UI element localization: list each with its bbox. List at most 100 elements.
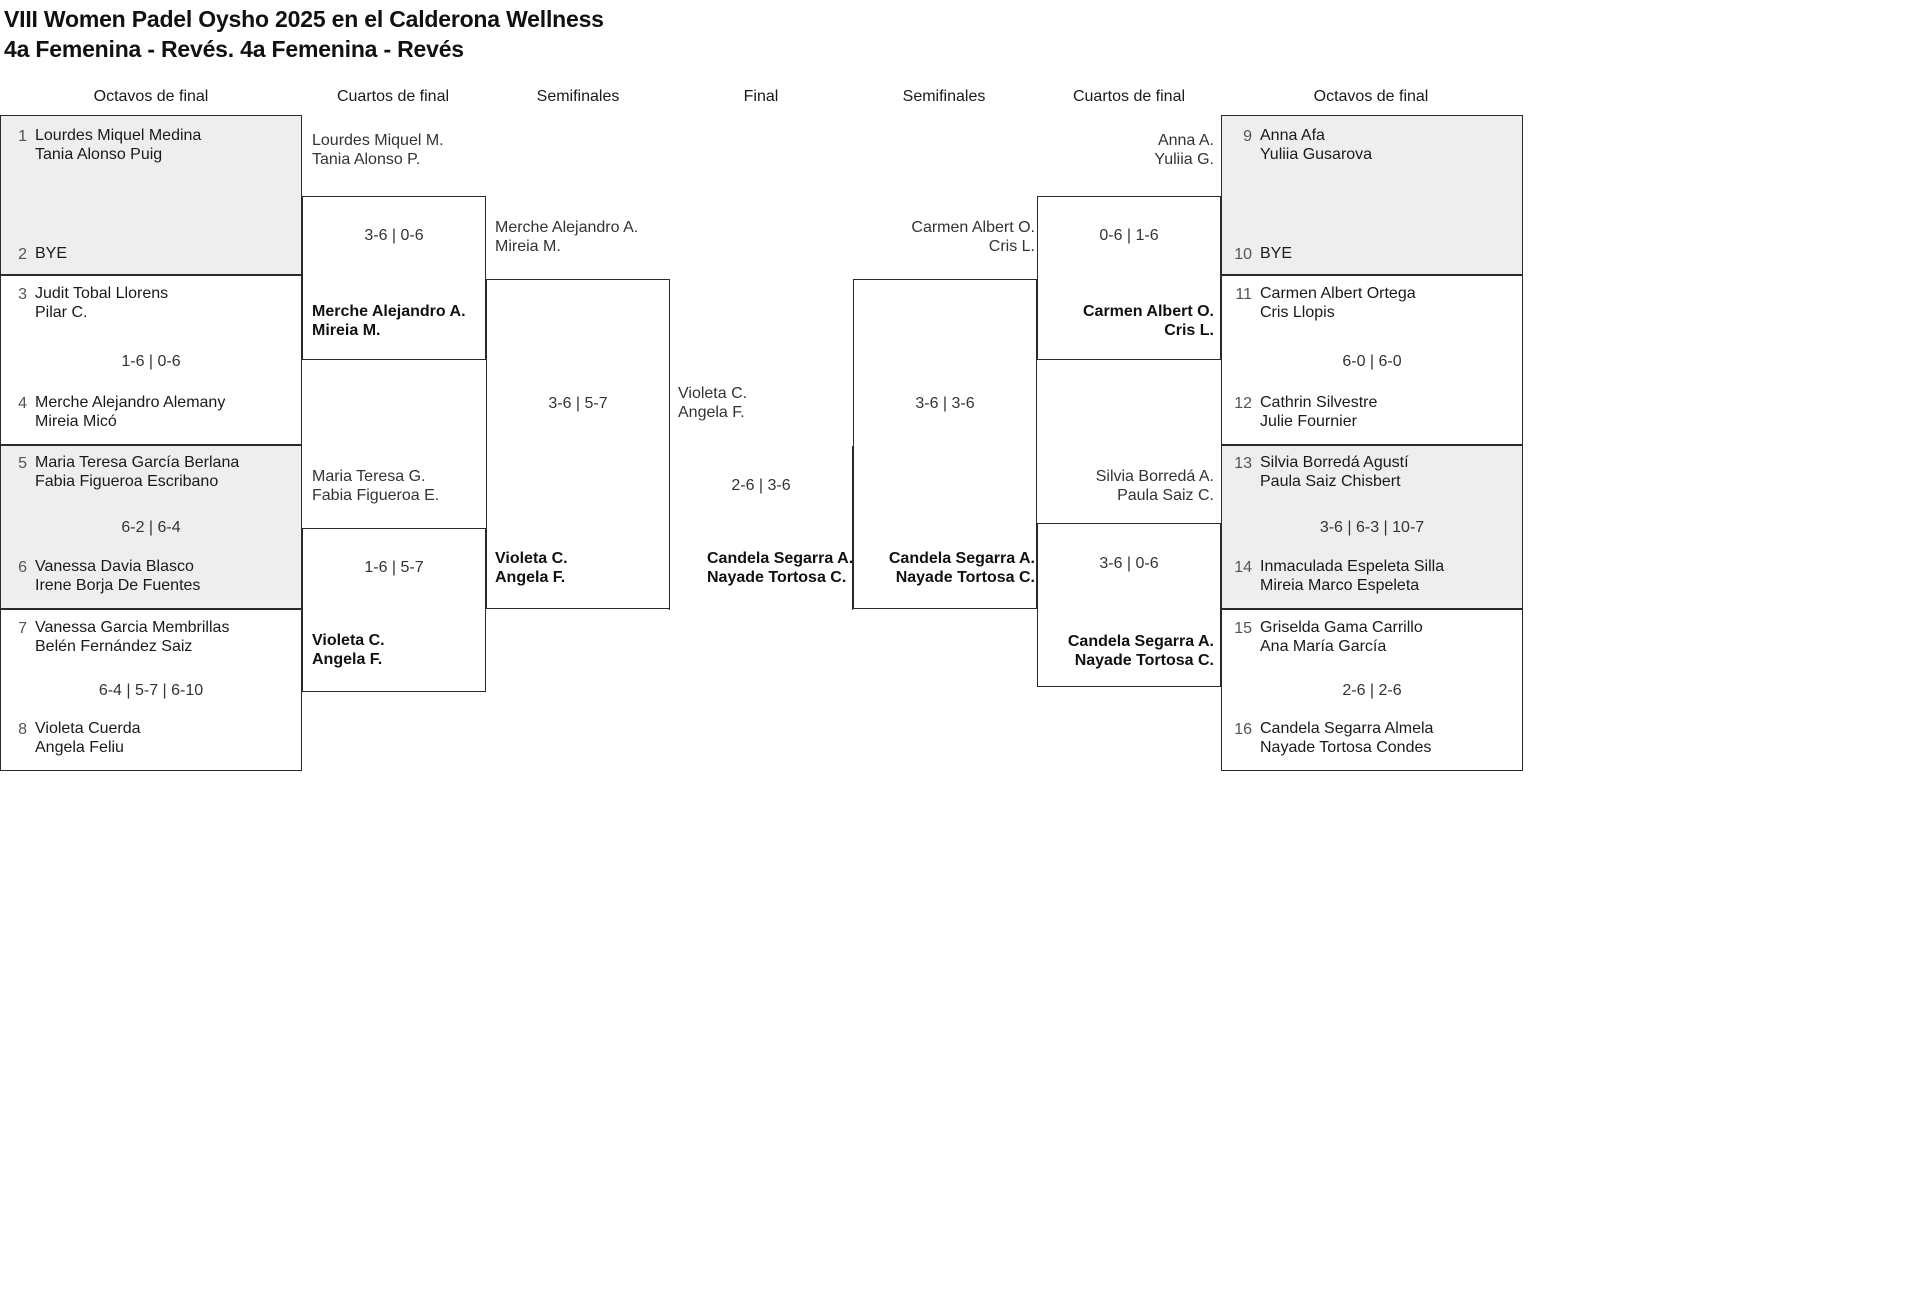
left-semis-match[interactable]: 3-6 | 5-7 bbox=[486, 279, 670, 609]
left-octavos-slot-5: 5 Maria Teresa García Berlana Fabia Figu… bbox=[1, 453, 301, 491]
seed-number: 4 bbox=[18, 395, 27, 412]
seed-number: 6 bbox=[18, 559, 27, 576]
left-cuartos-match-2[interactable]: 1-6 | 5-7 bbox=[302, 528, 486, 692]
left-octavos-match-1[interactable]: 1 Lourdes Miquel Medina Tania Alonso Pui… bbox=[0, 115, 302, 275]
left-cuartos-feed-3: Maria Teresa G. Fabia Figueroa E. bbox=[312, 468, 440, 504]
right-octavos-score-4: 2-6 | 2-6 bbox=[1342, 682, 1402, 699]
left-octavos-slot-4: 4 Merche Alejandro Alemany Mireia Micó bbox=[1, 393, 301, 431]
team-names: Merche Alejandro Alemany Mireia Micó bbox=[35, 394, 226, 430]
right-octavos-score-2: 6-0 | 6-0 bbox=[1342, 353, 1402, 370]
right-octavos-match-4[interactable]: 15 Griselda Gama Carrillo Ana María Garc… bbox=[1221, 609, 1523, 771]
round-header-octavos-left: Octavos de final bbox=[93, 88, 209, 105]
seed-number: 1 bbox=[18, 128, 27, 145]
right-cuartos-score-2: 3-6 | 0-6 bbox=[1099, 555, 1159, 572]
right-octavos-slot-13: 13 Silvia Borredá Agustí Paula Saiz Chis… bbox=[1222, 453, 1522, 491]
left-semis-feed-1: Merche Alejandro A. Mireia M. bbox=[495, 219, 639, 255]
team-names: Vanessa Garcia Membrillas Belén Fernánde… bbox=[35, 619, 230, 655]
round-header-final: Final bbox=[743, 88, 779, 105]
round-header-cuartos-right: Cuartos de final bbox=[1072, 88, 1186, 105]
right-cuartos-feed-4: Candela Segarra A. Nayade Tortosa C. bbox=[1067, 633, 1214, 669]
left-cuartos-feed-1: Lourdes Miquel M. Tania Alonso P. bbox=[312, 132, 444, 168]
team-names: Inmaculada Espeleta Silla Mireia Marco E… bbox=[1260, 558, 1445, 594]
seed-number: 16 bbox=[1234, 721, 1252, 738]
team-names: Silvia Borredá Agustí Paula Saiz Chisber… bbox=[1260, 454, 1409, 490]
round-header-octavos-right: Octavos de final bbox=[1313, 88, 1429, 105]
left-octavos-slot-8: 8 Violeta Cuerda Angela Feliu bbox=[1, 719, 301, 757]
right-octavos-slot-16: 16 Candela Segarra Almela Nayade Tortosa… bbox=[1222, 719, 1522, 757]
right-octavos-slot-15: 15 Griselda Gama Carrillo Ana María Garc… bbox=[1222, 618, 1522, 656]
right-cuartos-feed-1: Anna A. Yuliia G. bbox=[1154, 132, 1214, 168]
seed-number: 7 bbox=[18, 620, 27, 637]
final-match[interactable]: 2-6 | 3-6 bbox=[669, 446, 853, 610]
right-octavos-score-3: 3-6 | 6-3 | 10-7 bbox=[1319, 519, 1425, 536]
right-semis-feed-2: Candela Segarra A. Nayade Tortosa C. bbox=[888, 550, 1035, 586]
seed-number: 14 bbox=[1234, 559, 1252, 576]
team-names: Judit Tobal Llorens Pilar C. bbox=[35, 285, 169, 321]
seed-number: 13 bbox=[1234, 455, 1252, 472]
seed-number: 15 bbox=[1234, 620, 1252, 637]
right-cuartos-match-2[interactable]: 3-6 | 0-6 bbox=[1037, 523, 1221, 687]
right-semis-feed-1: Carmen Albert O. Cris L. bbox=[911, 219, 1035, 255]
left-semis-score: 3-6 | 5-7 bbox=[548, 395, 608, 412]
team-names: Violeta Cuerda Angela Feliu bbox=[35, 720, 141, 756]
right-semis-match[interactable]: 3-6 | 3-6 bbox=[853, 279, 1037, 609]
team-names: Vanessa Davia Blasco Irene Borja De Fuen… bbox=[35, 558, 201, 594]
left-octavos-match-4[interactable]: 7 Vanessa Garcia Membrillas Belén Fernán… bbox=[0, 609, 302, 771]
team-names: BYE bbox=[35, 245, 68, 262]
left-octavos-score-3: 6-2 | 6-4 bbox=[121, 519, 181, 536]
right-semis-score: 3-6 | 3-6 bbox=[915, 395, 975, 412]
right-octavos-slot-11: 11 Carmen Albert Ortega Cris Llopis bbox=[1222, 284, 1522, 322]
seed-number: 3 bbox=[18, 286, 27, 303]
round-header-cuartos-left: Cuartos de final bbox=[336, 88, 450, 105]
seed-number: 5 bbox=[18, 455, 27, 472]
team-names: Griselda Gama Carrillo Ana María García bbox=[1260, 619, 1423, 655]
left-cuartos-score-2: 1-6 | 5-7 bbox=[364, 559, 424, 576]
left-octavos-score-4: 6-4 | 5-7 | 6-10 bbox=[98, 682, 204, 699]
seed-number: 8 bbox=[18, 721, 27, 738]
team-names: Lourdes Miquel Medina Tania Alonso Puig bbox=[35, 127, 202, 163]
team-names: Carmen Albert Ortega Cris Llopis bbox=[1260, 285, 1416, 321]
left-octavos-slot-7: 7 Vanessa Garcia Membrillas Belén Fernán… bbox=[1, 618, 301, 656]
right-octavos-slot-9: 9 Anna Afa Yuliia Gusarova bbox=[1222, 126, 1522, 164]
final-feed-bottom: Candela Segarra A. Nayade Tortosa C. bbox=[707, 550, 854, 586]
left-octavos-slot-3: 3 Judit Tobal Llorens Pilar C. bbox=[1, 284, 301, 322]
seed-number: 2 bbox=[18, 246, 27, 263]
left-cuartos-feed-2: Merche Alejandro A. Mireia M. bbox=[312, 303, 466, 339]
seed-number: 12 bbox=[1234, 395, 1252, 412]
seed-number: 11 bbox=[1235, 286, 1252, 303]
final-score: 2-6 | 3-6 bbox=[731, 477, 791, 494]
right-octavos-match-1[interactable]: 9 Anna Afa Yuliia Gusarova 10 BYE bbox=[1221, 115, 1523, 275]
left-octavos-score-2: 1-6 | 0-6 bbox=[121, 353, 181, 370]
final-feed-top: Violeta C. Angela F. bbox=[678, 385, 748, 421]
left-cuartos-match-1[interactable]: 3-6 | 0-6 bbox=[302, 196, 486, 360]
right-cuartos-feed-2: Carmen Albert O. Cris L. bbox=[1083, 303, 1214, 339]
team-names: Maria Teresa García Berlana Fabia Figuer… bbox=[35, 454, 240, 490]
team-names: Cathrin Silvestre Julie Fournier bbox=[1260, 394, 1378, 430]
right-cuartos-score-1: 0-6 | 1-6 bbox=[1099, 227, 1159, 244]
left-octavos-match-2[interactable]: 3 Judit Tobal Llorens Pilar C. 1-6 | 0-6… bbox=[0, 275, 302, 445]
left-cuartos-score-1: 3-6 | 0-6 bbox=[364, 227, 424, 244]
left-octavos-slot-2: 2 BYE bbox=[1, 244, 301, 264]
right-cuartos-match-1[interactable]: 0-6 | 1-6 bbox=[1037, 196, 1221, 360]
team-names: BYE bbox=[1260, 245, 1293, 262]
right-octavos-match-3[interactable]: 13 Silvia Borredá Agustí Paula Saiz Chis… bbox=[1221, 445, 1523, 609]
seed-number: 9 bbox=[1243, 128, 1252, 145]
team-names: Candela Segarra Almela Nayade Tortosa Co… bbox=[1260, 720, 1434, 756]
left-octavos-match-3[interactable]: 5 Maria Teresa García Berlana Fabia Figu… bbox=[0, 445, 302, 609]
right-octavos-slot-10: 10 BYE bbox=[1222, 244, 1522, 264]
title-line-1: VIII Women Padel Oysho 2025 en el Calder… bbox=[4, 6, 604, 32]
right-octavos-match-2[interactable]: 11 Carmen Albert Ortega Cris Llopis 6-0 … bbox=[1221, 275, 1523, 445]
seed-number: 10 bbox=[1234, 246, 1252, 263]
title-line-2: 4a Femenina - Revés. 4a Femenina - Revés bbox=[4, 36, 464, 62]
right-cuartos-feed-3: Silvia Borredá A. Paula Saiz C. bbox=[1095, 468, 1214, 504]
team-names: Anna Afa Yuliia Gusarova bbox=[1260, 127, 1373, 163]
left-octavos-slot-6: 6 Vanessa Davia Blasco Irene Borja De Fu… bbox=[1, 557, 301, 595]
page-title: VIII Women Padel Oysho 2025 en el Calder… bbox=[4, 4, 604, 64]
right-octavos-slot-12: 12 Cathrin Silvestre Julie Fournier bbox=[1222, 393, 1522, 431]
left-cuartos-feed-4: Violeta C. Angela F. bbox=[312, 632, 385, 668]
left-octavos-slot-1: 1 Lourdes Miquel Medina Tania Alonso Pui… bbox=[1, 126, 301, 164]
round-header-semis-right: Semifinales bbox=[902, 88, 986, 105]
round-header-semis-left: Semifinales bbox=[536, 88, 620, 105]
left-semis-feed-2: Violeta C. Angela F. bbox=[495, 550, 568, 586]
